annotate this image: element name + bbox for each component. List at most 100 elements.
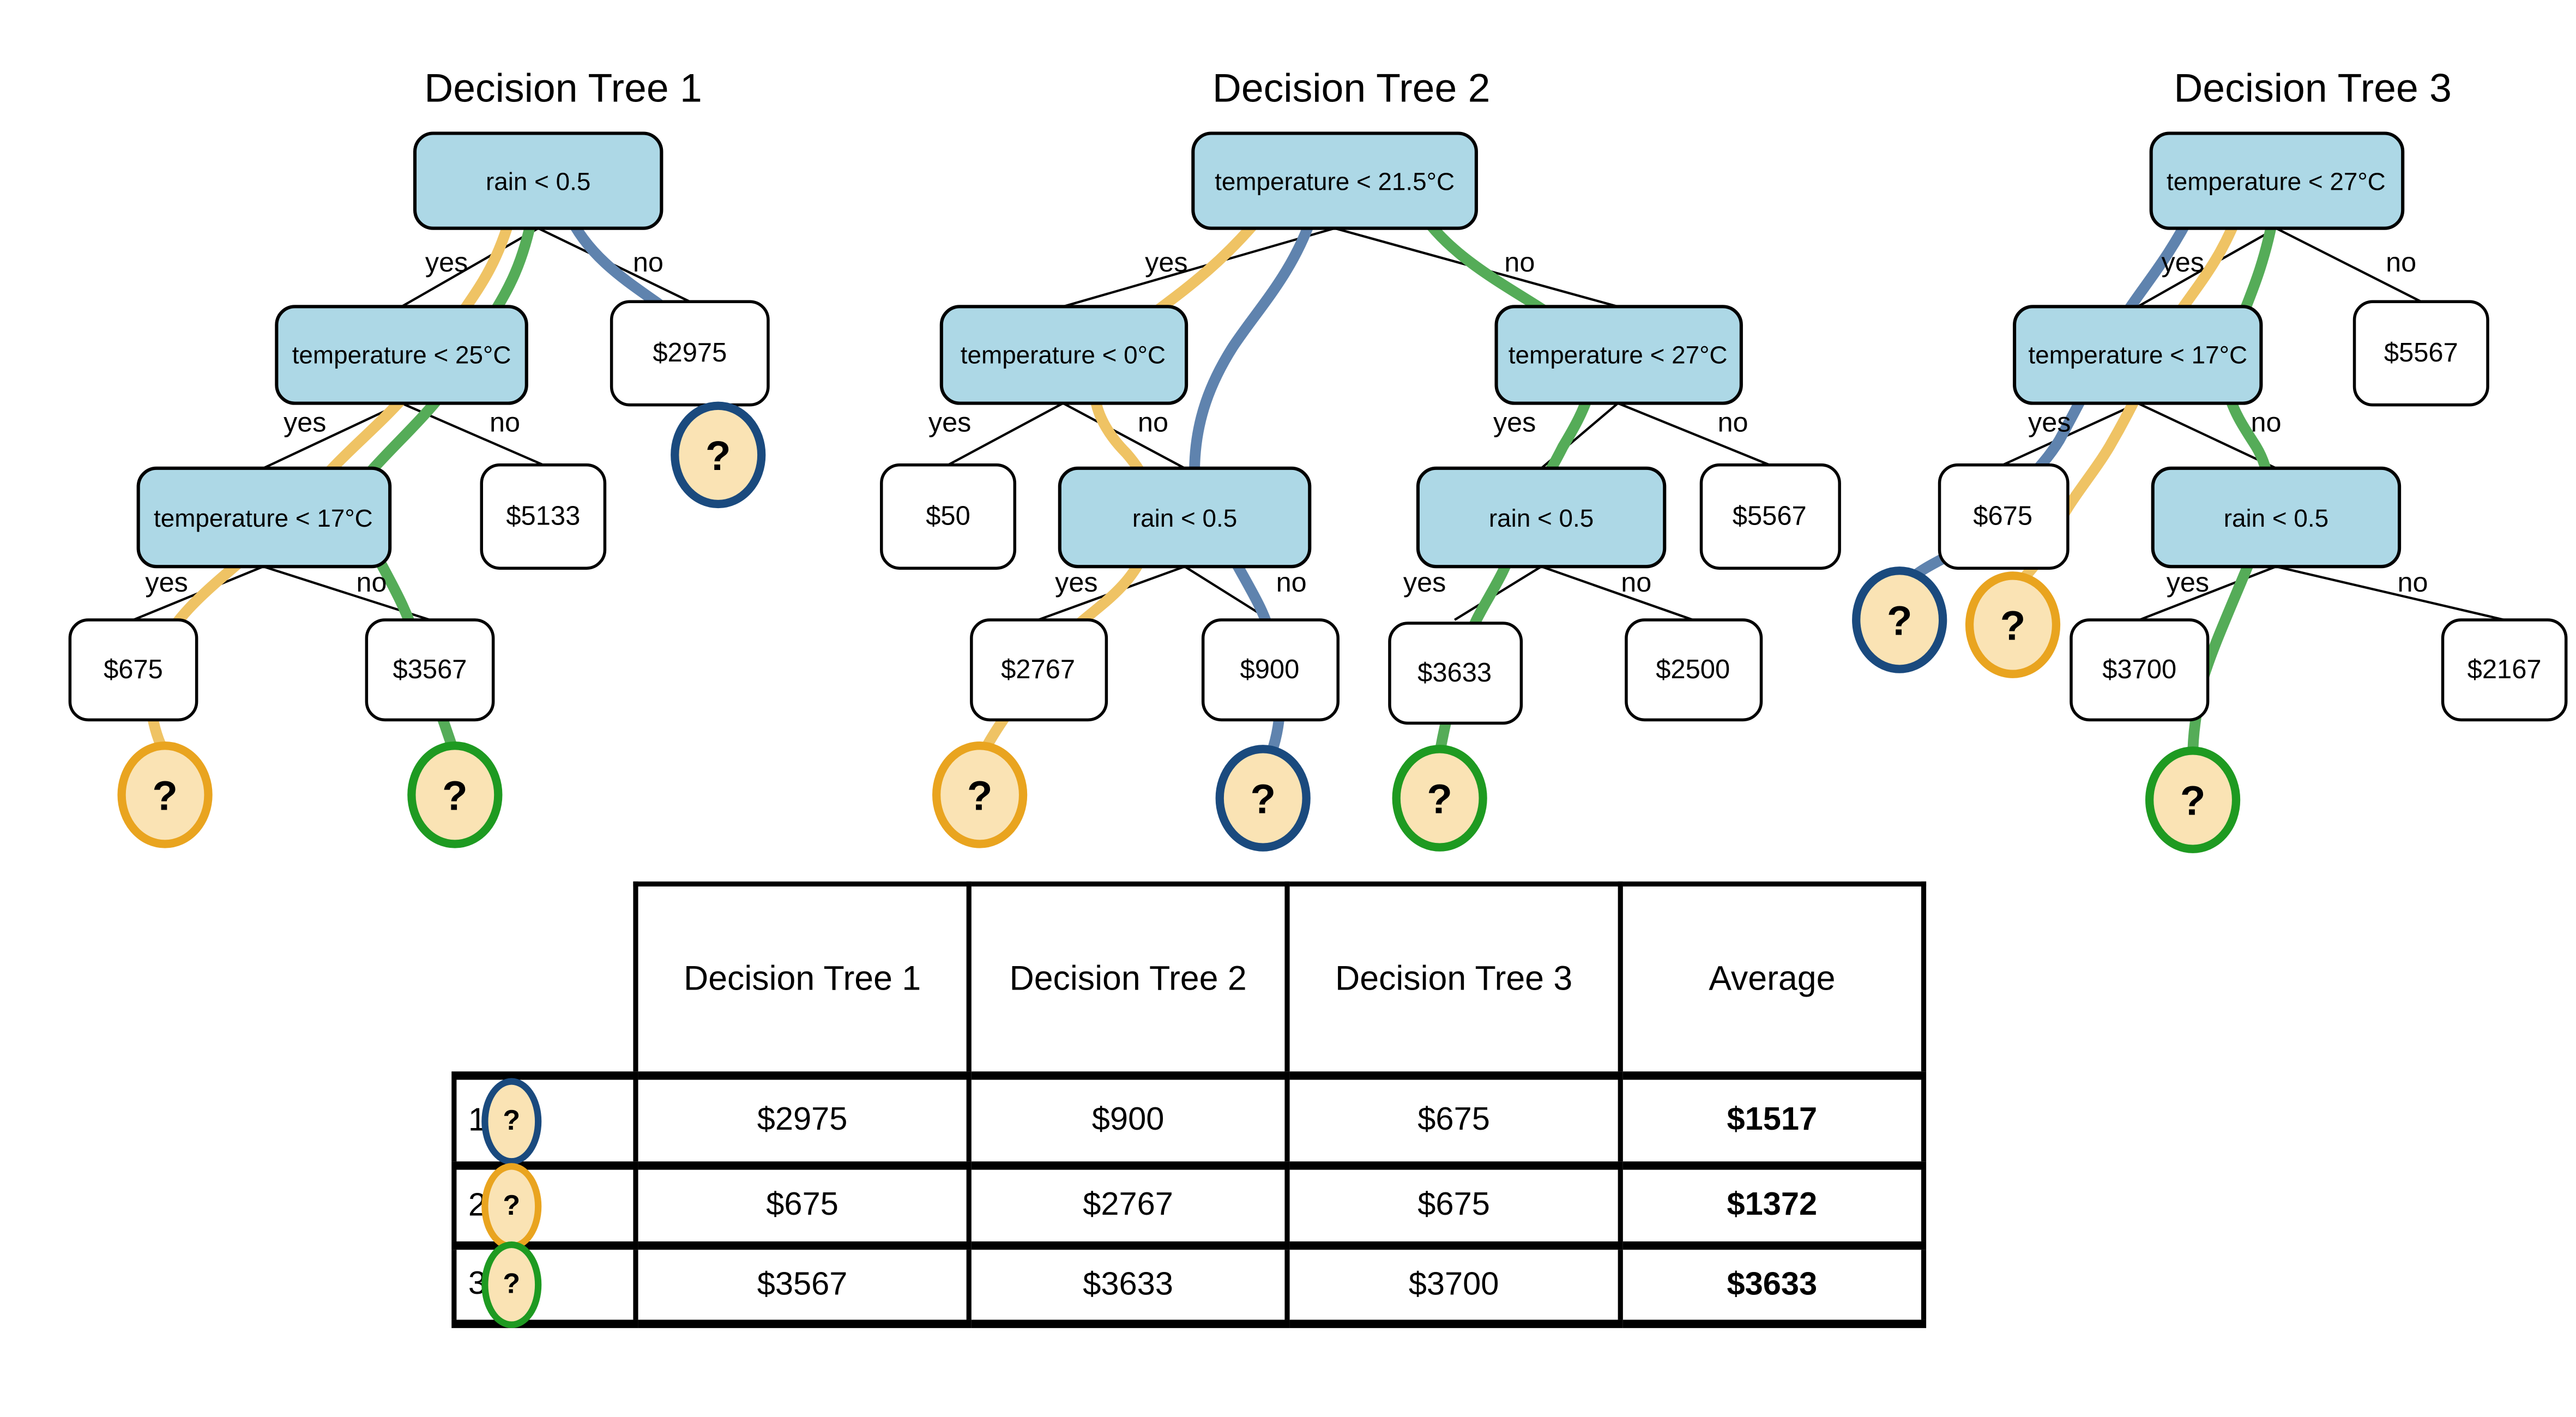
tree2-l-yes-label: yes	[928, 407, 971, 438]
row2-tree1-value: $675	[633, 1161, 972, 1250]
tree3-node-root: temperature < 27°C	[2149, 131, 2405, 230]
tree1-lll-box	[68, 618, 198, 722]
tree2-l-no-label: no	[1138, 407, 1168, 438]
table-row: 1 ? $2975 $900 $675 $1517	[451, 1071, 1927, 1170]
tree2-query2-question: ?	[967, 773, 993, 819]
row2-tree3-value: $675	[1284, 1161, 1623, 1250]
row2-tree2-value: $2767	[966, 1161, 1290, 1250]
tree1-node-lll: $675	[68, 618, 198, 722]
tree1-llr-box	[365, 618, 495, 722]
tree2-l-box	[939, 305, 1189, 405]
tree1-ll-box	[136, 466, 392, 569]
tree2-lr-label: rain < 0.5	[1132, 504, 1237, 532]
query1-circle-icon: ?	[481, 1077, 542, 1164]
row1-question: ?	[503, 1104, 521, 1136]
tree2-lr-box	[1058, 466, 1312, 569]
tree2-rl-box	[1416, 466, 1667, 569]
column-header-tree1: Decision Tree 1	[633, 881, 972, 1080]
query2-circle-icon	[1965, 571, 2061, 678]
tree2-root-box	[1191, 131, 1478, 230]
tree2-title: Decision Tree 2	[1212, 65, 1491, 110]
column-header-tree2: Decision Tree 2	[966, 881, 1290, 1080]
tree2-lrl-label: $2767	[1001, 655, 1075, 684]
tree1-root-box	[413, 131, 663, 230]
tree2-edge-rl-no	[1541, 565, 1693, 621]
tree2-edge-rl-yes	[1454, 565, 1542, 621]
tree2-lrl-box	[970, 618, 1108, 722]
tree2-rl-label: rain < 0.5	[1489, 504, 1594, 532]
tree2-lr-yes-label: yes	[1055, 566, 1097, 598]
row1-average-value: $1517	[1618, 1071, 1927, 1170]
column-header-tree3: Decision Tree 3	[1284, 881, 1623, 1080]
tree1-root-no-label: no	[633, 246, 663, 278]
tree2-node-lrl: $2767	[970, 618, 1108, 722]
table-row: 3 ? $3567 $3633 $3700 $3633	[451, 1241, 1927, 1328]
tree1-lll-label: $675	[104, 655, 163, 684]
tree3-r-label: $5567	[2384, 338, 2458, 367]
tree2-node-lrr: $900	[1201, 618, 1340, 722]
tree2-r-no-label: no	[1718, 407, 1748, 438]
tree3-title: Decision Tree 3	[2174, 65, 2452, 110]
query3-circle-icon	[407, 741, 503, 848]
row3-tree3-value: $3700	[1284, 1241, 1623, 1328]
tree2-node-root: temperature < 21.5°C	[1191, 131, 1478, 230]
tree3-edge-l-yes	[2002, 402, 2139, 466]
tree3-edge-lr-no	[2276, 565, 2505, 622]
tree3-root-no-label: no	[2386, 246, 2416, 278]
tree3-lr-box	[2151, 466, 2402, 569]
tree2-edge-r-no	[1617, 402, 1770, 466]
tree2-r-yes-label: yes	[1493, 407, 1536, 438]
tree2-rll-box	[1388, 622, 1523, 725]
tree1-query3-question: ?	[442, 773, 468, 819]
tree1-lr-box	[480, 463, 607, 570]
tree3-lrr-label: $2167	[2468, 655, 2542, 684]
tree1-node-ll: temperature < 17°C	[136, 466, 392, 569]
tree1-node-l: temperature < 25°C	[275, 305, 528, 405]
tree2-rll-label: $3633	[1417, 658, 1492, 688]
row1-tree2-value: $900	[966, 1071, 1290, 1170]
tree2-node-l: temperature < 0°C	[939, 305, 1189, 405]
column-header-average: Average	[1618, 881, 1927, 1080]
tree2-query1-circle: ?	[1215, 745, 1311, 852]
tree2-r-label: temperature < 27°C	[1509, 341, 1728, 369]
tree3-ll-label: $675	[1973, 502, 2032, 531]
row1-tree3-value: $675	[1284, 1071, 1623, 1170]
tree1-edge-root-yes	[401, 227, 539, 308]
tree2-lrr-box	[1201, 618, 1340, 722]
tree1-node-root: rain < 0.5	[413, 131, 663, 230]
tree2-lrr-label: $900	[1240, 655, 1300, 684]
query3-circle-icon	[2145, 746, 2241, 853]
tree1-node-llr: $3567	[365, 618, 495, 722]
tree1-query1-question: ?	[705, 433, 731, 479]
row2-question: ?	[503, 1189, 521, 1221]
tree3-root-label: temperature < 27°C	[2167, 167, 2386, 195]
tree1-query2-circle: ?	[117, 741, 213, 848]
tree2-ll-label: $50	[926, 502, 970, 531]
tree3-lrl-label: $3700	[2102, 655, 2176, 684]
row2-average-value: $1372	[1618, 1161, 1927, 1250]
tree1-lr-label: $5133	[506, 502, 580, 531]
tree3-query1-question: ?	[1887, 598, 1913, 644]
query1-circle-icon	[671, 401, 766, 509]
tree3-lr-label: rain < 0.5	[2224, 504, 2328, 532]
tree2-query3-question: ?	[1427, 776, 1452, 822]
tree1-ll-no-label: no	[357, 566, 387, 598]
query1-circle-icon	[1215, 745, 1311, 852]
tree2-node-rl: rain < 0.5	[1416, 466, 1667, 569]
tree3-node-ll: $675	[1938, 463, 2070, 570]
tree1-r-box	[610, 300, 770, 407]
tree2-node-lr: rain < 0.5	[1058, 466, 1312, 569]
tree3-node-lrr: $2167	[2441, 618, 2568, 722]
tree2-root-label: temperature < 21.5°C	[1215, 167, 1455, 195]
tree2-query1-question: ?	[1250, 776, 1276, 822]
tree3-node-lr: rain < 0.5	[2151, 466, 2402, 569]
tree2-query3-circle: ?	[1392, 745, 1487, 852]
tree1-root-yes-label: yes	[425, 246, 468, 278]
tree2-rr-box	[1699, 463, 1841, 570]
tree2-root-yes-label: yes	[1145, 246, 1187, 278]
row3-tree1-value: $3567	[633, 1241, 972, 1328]
tree2-rlr-label: $2500	[1656, 655, 1730, 684]
tree1-llr-label: $3567	[393, 655, 467, 684]
tree2-node-rr: $5567	[1699, 463, 1841, 570]
table-row: 2 ? $675 $2767 $675 $1372	[451, 1161, 1927, 1250]
